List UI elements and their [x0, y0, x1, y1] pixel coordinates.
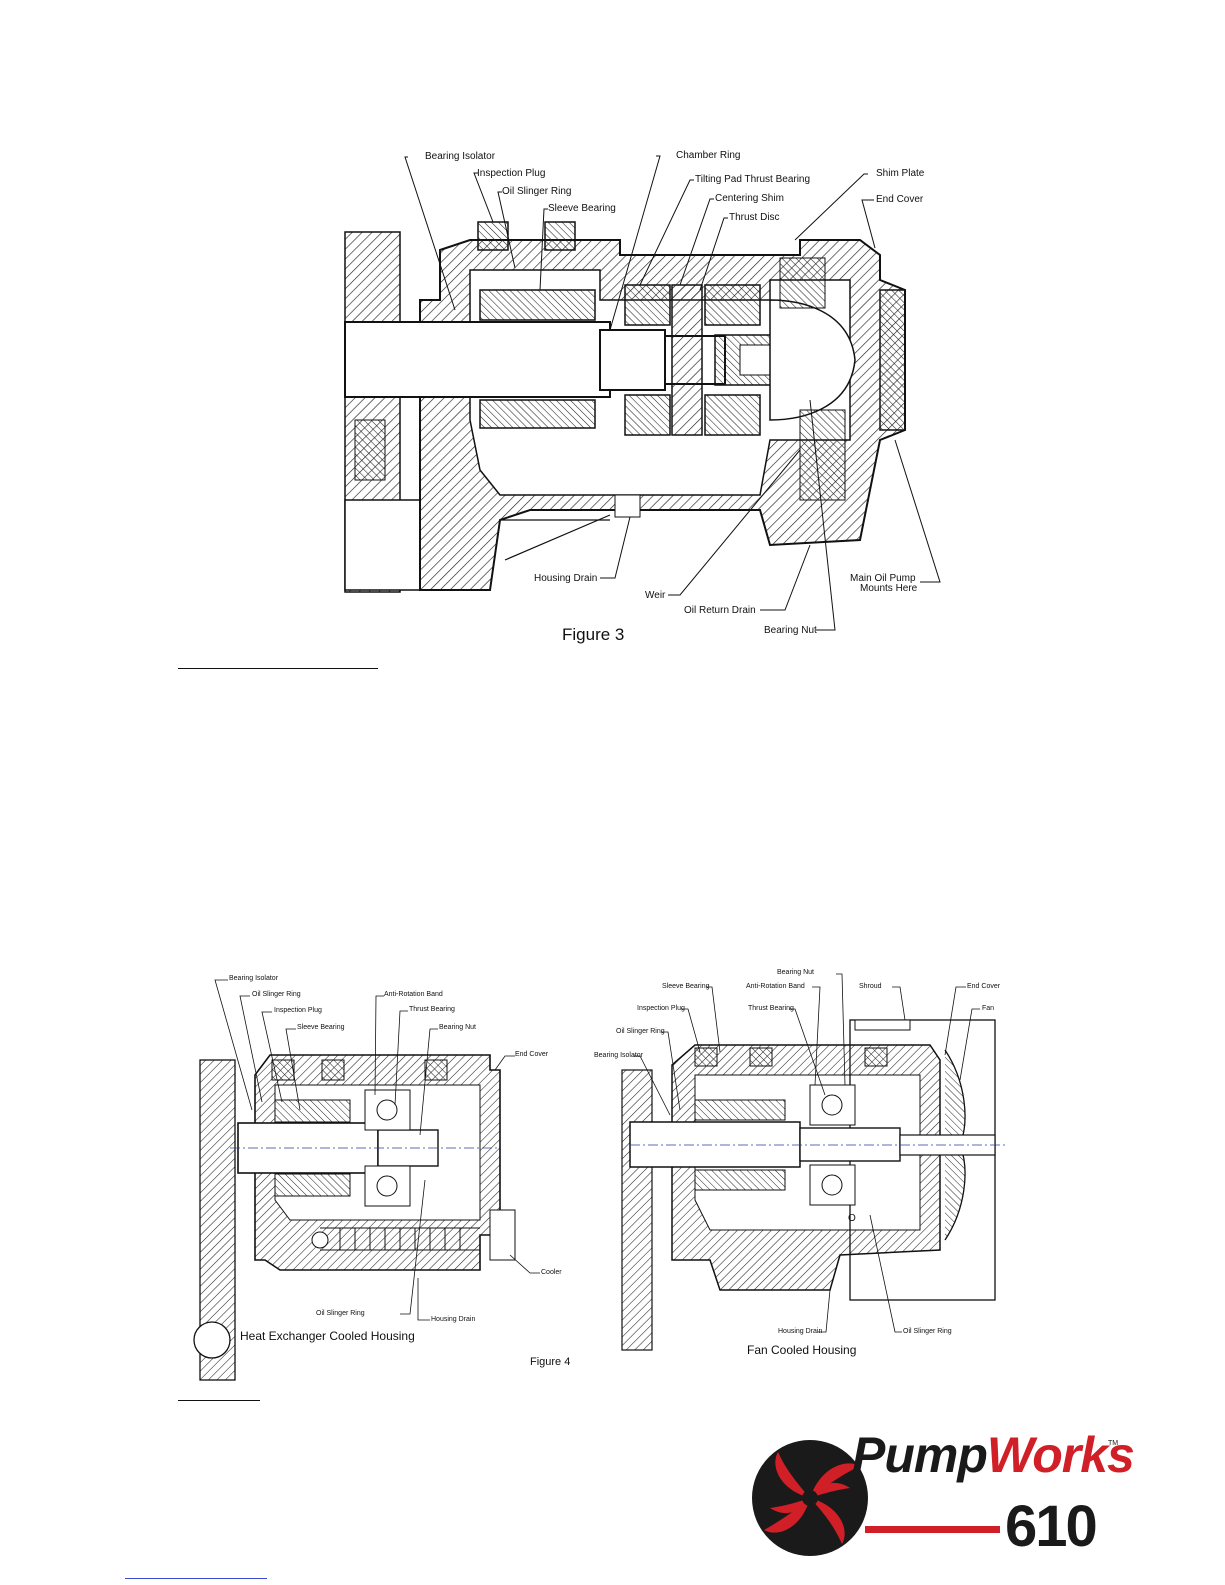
label-fan: Fan: [982, 1005, 995, 1012]
label-oil-slinger-ring-bottom: Oil Slinger Ring: [903, 1328, 952, 1335]
logo-word-works: Works: [986, 1427, 1135, 1483]
figure-4-right-drawing: [621, 973, 1005, 1351]
label-oil-return-drain: Oil Return Drain: [684, 605, 756, 616]
label-tilting-pad-thrust-bearing: Tilting Pad Thrust Bearing: [695, 174, 811, 185]
figure-4-left: Bearing Isolator Oil Slinger Ring Inspec…: [0, 960, 600, 1381]
label-sleeve-bearing: Sleeve Bearing: [662, 983, 710, 990]
label-inspection-plug: Inspection Plug: [637, 1005, 685, 1012]
label-anti-rotation-band: Anti-Rotation Band: [384, 991, 443, 998]
label-mounts-here: Mounts Here: [860, 583, 918, 594]
label-housing-drain: Housing Drain: [778, 1328, 823, 1335]
figure-3-drawing: [344, 155, 941, 631]
label-cooler: Cooler: [541, 1269, 562, 1276]
label-end-cover: End Cover: [515, 1051, 549, 1058]
logo-trademark: TM: [1108, 1440, 1119, 1447]
label-inspection-plug: Inspection Plug: [477, 168, 546, 179]
pumpworks-logo: PumpWorks TM 610: [750, 1418, 1135, 1580]
label-housing-drain: Housing Drain: [431, 1316, 476, 1323]
label-sleeve-bearing: Sleeve Bearing: [548, 203, 616, 214]
label-bearing-nut: Bearing Nut: [777, 969, 814, 976]
label-oil-slinger-ring: Oil Slinger Ring: [252, 991, 301, 998]
figure-4-left-drawing: [193, 979, 540, 1381]
label-chamber-ring: Chamber Ring: [676, 150, 741, 161]
label-bearing-nut: Bearing Nut: [764, 625, 817, 636]
label-inspection-plug: Inspection Plug: [274, 1007, 322, 1014]
logo-wordmark: PumpWorks: [852, 1427, 1135, 1483]
label-main-oil-pump: Main Oil Pump: [850, 573, 916, 584]
label-end-cover: End Cover: [967, 983, 1001, 990]
label-bearing-isolator: Bearing Isolator: [229, 975, 279, 982]
divider-rule: [178, 668, 378, 669]
label-oil-slinger-ring: Oil Slinger Ring: [616, 1028, 665, 1035]
label-centering-shim: Centering Shim: [715, 193, 784, 204]
label-housing-drain: Housing Drain: [534, 573, 598, 584]
label-oil-slinger-ring-bottom: Oil Slinger Ring: [316, 1310, 365, 1317]
label-anti-rotation-band: Anti-Rotation Band: [746, 983, 805, 990]
pinwheel-logo-icon: [752, 1440, 1000, 1556]
heat-exchanger-caption: Heat Exchanger Cooled Housing: [240, 1329, 415, 1343]
label-sleeve-bearing: Sleeve Bearing: [297, 1024, 345, 1031]
fan-cooled-caption: Fan Cooled Housing: [747, 1343, 857, 1357]
label-bearing-isolator: Bearing Isolator: [425, 151, 496, 162]
figure-3-caption: Figure 3: [562, 625, 625, 644]
logo-word-pump: Pump: [852, 1427, 988, 1483]
label-weir: Weir: [645, 590, 666, 601]
figure-4-right: Bearing Nut Sleeve Bearing Anti-Rotation…: [594, 960, 1225, 1380]
divider-rule-2: [178, 1400, 260, 1401]
center-mark: O: [848, 1213, 856, 1224]
logo-number: 610: [1005, 1494, 1098, 1559]
label-thrust-bearing: Thrust Bearing: [748, 1005, 794, 1012]
label-thrust-bearing: Thrust Bearing: [409, 1006, 455, 1013]
figure-4-caption: Figure 4: [530, 1356, 571, 1368]
footer-rule: [125, 1578, 267, 1579]
figure-3: Bearing Isolator Inspection Plug Oil Sli…: [0, 0, 1225, 660]
label-thrust-disc: Thrust Disc: [729, 212, 780, 223]
label-end-cover: End Cover: [876, 194, 924, 205]
label-shroud: Shroud: [859, 983, 882, 990]
label-shim-plate: Shim Plate: [876, 168, 925, 179]
label-oil-slinger-ring: Oil Slinger Ring: [502, 186, 572, 197]
label-bearing-nut: Bearing Nut: [439, 1024, 476, 1031]
label-bearing-isolator: Bearing Isolator: [594, 1052, 644, 1059]
